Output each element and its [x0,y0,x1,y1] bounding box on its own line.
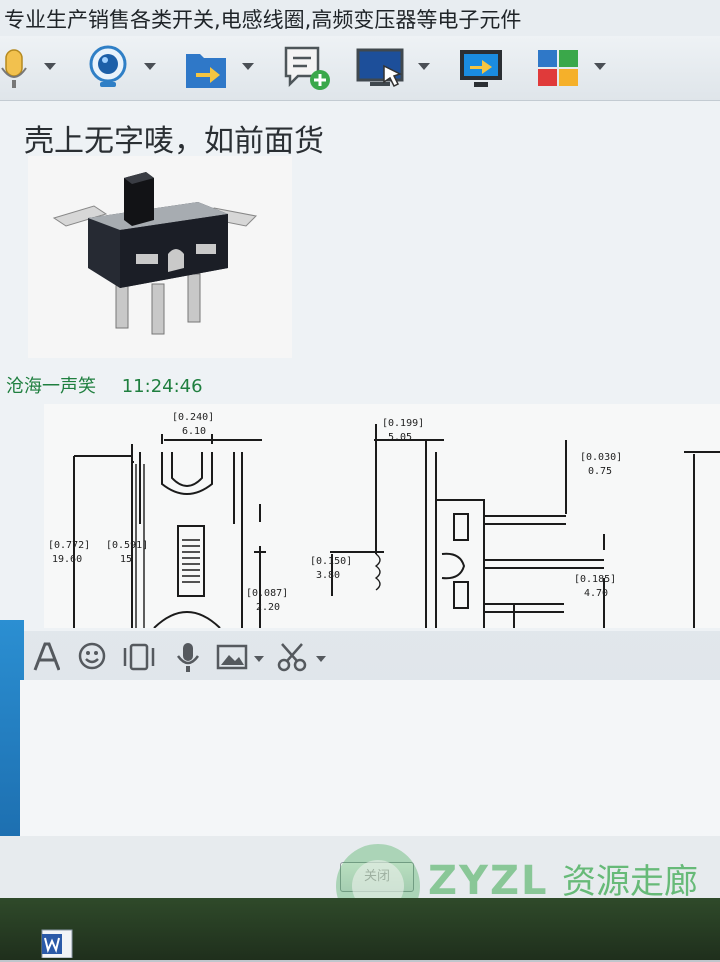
video-call-button[interactable] [88,44,132,92]
dim-label: [0.240] 6.10 [172,412,214,437]
message-input[interactable] [20,680,720,836]
dim-mm: 19.60 [52,554,82,565]
voice-call-button[interactable] [0,44,40,92]
dim-mm: 15 [120,554,132,565]
apps-dropdown[interactable] [594,63,606,70]
dim-mm: 2.20 [256,602,280,613]
apps-button[interactable] [534,44,584,92]
dim-label: [0.150] 3.80 [310,556,352,581]
dim-inch: [0.150] [310,556,352,567]
send-image-dropdown[interactable] [254,656,264,662]
dim-label: [0.030] 0.75 [580,452,622,477]
remote-assist-dropdown[interactable] [418,63,430,70]
emoji-icon [78,642,106,670]
create-discussion-button[interactable] [282,44,332,92]
voice-call-dropdown[interactable] [44,63,56,70]
dim-label: [0.199] 5.05 [382,418,424,443]
dim-label: [0.772] 19.60 [48,540,90,565]
remote-assist-button[interactable] [354,44,410,92]
image-icon [216,644,248,670]
dim-mm: 3.80 [316,570,340,581]
message-time: 11:24:46 [121,376,203,397]
send-file-button[interactable] [182,44,232,92]
dim-mm: 6.10 [182,426,206,437]
voice-icon [176,643,200,672]
apps-icon [538,50,578,86]
share-screen-button[interactable] [456,44,506,92]
message-image-drawing[interactable]: [0.240] 6.10 [0.772] 19.60 [0.591] 15 [0… [44,404,720,628]
microphone-icon [1,49,27,88]
window-title: 专业生产销售各类开关,电感线圈,高频变压器等电子元件 [4,8,522,32]
dim-inch: [0.591] [106,540,148,551]
voice-message-button[interactable] [174,640,202,674]
input-toolbar [20,636,720,678]
shake-icon [123,643,155,671]
message-header: 沧海一声笑 11:24:46 [6,372,203,398]
dim-inch: [0.087] [246,588,288,599]
desktop-background [0,898,720,960]
dim-label: [0.185] 4.70 [574,574,616,599]
remote-desktop-icon [356,48,404,88]
dim-mm: 5.05 [388,432,412,443]
send-file-dropdown[interactable] [242,63,254,70]
dim-mm: 4.70 [584,588,608,599]
webcam-icon [89,45,127,87]
shake-button[interactable] [122,640,156,674]
dim-label: [0.591] 15 [106,540,148,565]
dim-inch: [0.199] [382,418,424,429]
screenshot-scissors-icon [277,643,307,672]
dim-inch: [0.240] [172,412,214,423]
file-transfer-icon [186,54,226,88]
slide-switch-photo [28,156,292,358]
watermark-logo-text: ZYZL [428,858,549,904]
chat-toolbar [0,36,720,101]
word-document-shortcut[interactable] [40,928,80,959]
watermark-site-name: 资源走廊 [562,862,698,902]
message-image-switch[interactable] [28,156,292,358]
dim-label: [0.087] 2.20 [246,588,288,613]
font-button[interactable] [32,640,61,674]
sender-name[interactable]: 沧海一声笑 [6,376,96,397]
screenshot-dropdown[interactable] [316,656,326,662]
send-image-button[interactable] [216,640,248,674]
share-screen-icon [460,50,502,87]
video-call-dropdown[interactable] [144,63,156,70]
dimension-drawing: [0.240] 6.10 [0.772] 19.60 [0.591] 15 [0… [44,404,720,628]
word-doc-icon [41,929,73,959]
dim-inch: [0.030] [580,452,622,463]
message-text: 壳上无字唛，如前面货 [24,124,324,159]
dim-inch: [0.772] [48,540,90,551]
dim-inch: [0.185] [574,574,616,585]
font-icon [33,642,61,671]
title-bar: 专业生产销售各类开关,电感线圈,高频变压器等电子元件 [0,0,720,36]
add-contact-icon [284,46,330,90]
dim-mm: 0.75 [588,466,612,477]
screenshot-button[interactable] [276,640,308,674]
emoji-button[interactable] [78,640,108,674]
